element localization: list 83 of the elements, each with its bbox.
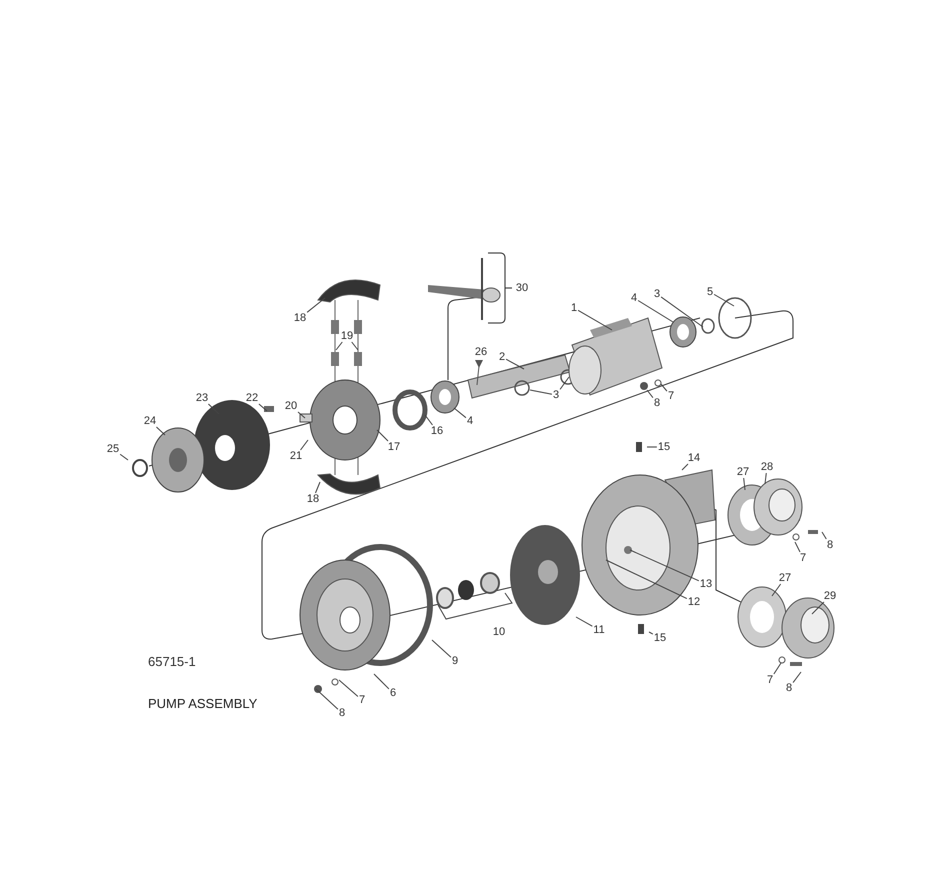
callout-number: 14 [686,452,702,464]
leader-line [120,454,128,460]
callout-number: 7 [798,552,808,564]
callout-number: 25 [106,443,120,455]
callout-number: 6 [388,687,398,699]
leader-line [638,300,674,322]
leader-line [560,376,570,390]
leader-line [630,550,700,582]
leader-line [208,404,220,414]
callout-number: 1 [570,302,578,314]
callout-number: 7 [666,390,676,402]
leader-line [822,532,827,540]
callout-number: 15 [652,632,668,644]
callout-number: 4 [466,415,474,427]
leader-line [794,542,800,552]
callout-number: 3 [552,389,560,401]
leader-line [714,294,734,306]
callout-number: 5 [706,286,714,298]
callout-number: 7 [766,674,774,686]
callout-number: 28 [760,461,774,473]
leader-line [298,412,306,418]
callout-number: 10 [492,626,506,638]
leader-line [576,616,593,627]
leader-line [351,342,358,350]
callout-number: 17 [386,441,402,453]
leader-line [743,478,746,490]
callout-number: 8 [826,539,834,551]
leader-line [376,430,388,442]
leader-line [316,688,338,710]
leader-line [374,674,390,690]
leader-line [424,414,433,426]
callout-number: 3 [652,288,662,300]
callout-number: 21 [288,450,304,462]
leader-line [764,472,767,484]
leader-line [300,440,308,450]
callout-number: 26 [474,346,488,358]
leader-line [660,384,668,392]
leader-line [530,390,552,395]
leader-line [646,446,658,448]
callout-number: 30 [514,282,530,294]
callout-number: 18 [306,493,320,505]
leader-line [660,296,704,328]
callout-number: 29 [822,590,838,602]
callout-number: 27 [736,466,750,478]
callout-number: 9 [450,655,460,667]
callout-number: 24 [142,415,158,427]
leader-line [454,408,466,418]
leader-line [792,672,802,684]
callout-number: 8 [784,682,794,694]
callout-number: 13 [698,578,714,590]
callout-number: 18 [292,312,308,324]
leader-line [338,680,358,697]
leader-line [773,662,782,674]
callout-number: 2 [498,351,506,363]
callout-number: 8 [338,707,346,719]
diagram-title: PUMP ASSEMBLY [148,696,258,711]
callout-number: 7 [358,694,366,706]
leader-line [506,358,524,370]
callout-number: 4 [630,292,638,304]
leader-line [682,464,688,470]
callout-number: 16 [430,425,444,437]
leader-line [336,342,343,350]
leader-line [578,310,612,330]
callout-number: 19 [340,330,354,342]
leader-line [606,560,688,600]
leader-line [306,298,326,313]
leader-line [258,404,268,412]
callout-number: 27 [778,572,792,584]
leader-line [646,390,654,398]
callout-number: 15 [656,441,672,453]
callout-number: 8 [652,397,662,409]
callout-number: 11 [592,624,606,636]
leader-line [812,602,824,614]
callout-number: 23 [194,392,210,404]
leader-line [432,640,452,658]
leader-line [648,632,654,635]
leader-line [314,482,320,494]
callout-number: 12 [686,596,702,608]
callout-number: 20 [284,400,298,412]
leader-line [156,426,166,436]
callout-number: 22 [244,392,260,404]
leader-line [772,584,782,596]
drawing-number: 65715-1 [148,654,196,669]
